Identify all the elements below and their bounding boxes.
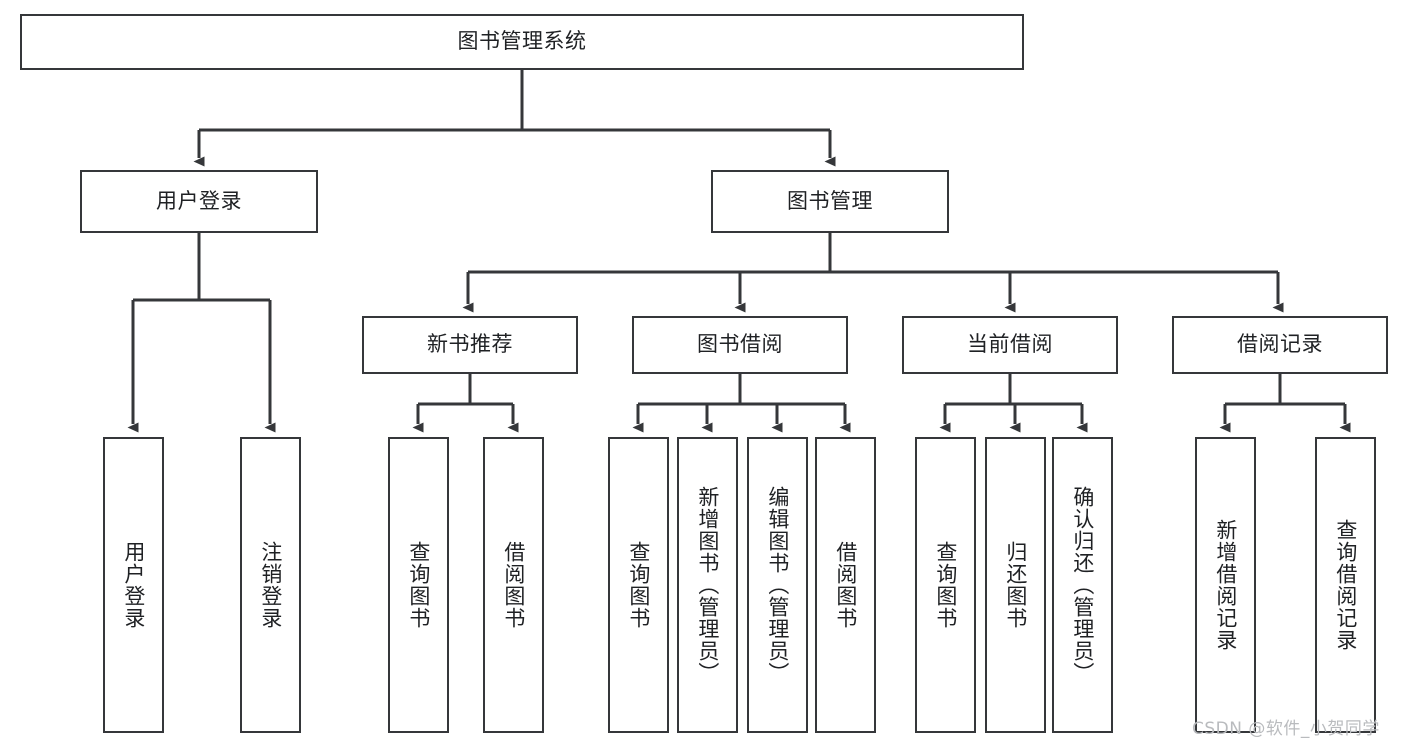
leaf-query-book-current-label: 查询图书 xyxy=(933,541,958,629)
node-borrow-record-label: 借阅记录 xyxy=(1237,332,1323,357)
leaf-add-borrow-record[interactable]: 新增借阅记录 xyxy=(1195,437,1256,733)
leaf-borrow-book[interactable]: 借阅图书 xyxy=(815,437,876,733)
node-user-login[interactable]: 用户登录 xyxy=(80,170,318,233)
node-current-borrow-label: 当前借阅 xyxy=(967,332,1053,357)
leaf-borrow-book-label: 借阅图书 xyxy=(833,541,858,629)
leaf-query-book-new[interactable]: 查询图书 xyxy=(388,437,449,733)
leaf-return-book[interactable]: 归还图书 xyxy=(985,437,1046,733)
node-borrow-record[interactable]: 借阅记录 xyxy=(1172,316,1388,374)
leaf-user-logout[interactable]: 注销登录 xyxy=(240,437,301,733)
node-book-management-label: 图书管理 xyxy=(787,188,873,213)
leaf-query-borrow-record[interactable]: 查询借阅记录 xyxy=(1315,437,1376,733)
node-book-management[interactable]: 图书管理 xyxy=(711,170,949,233)
node-root-label: 图书管理系统 xyxy=(457,29,587,54)
leaf-confirm-return-admin-label: 确认归还（管理员） xyxy=(1070,486,1095,684)
leaf-add-borrow-record-label: 新增借阅记录 xyxy=(1213,519,1238,651)
node-new-book-recommend[interactable]: 新书推荐 xyxy=(362,316,578,374)
leaf-query-book-new-label: 查询图书 xyxy=(406,541,431,629)
leaf-borrow-book-new[interactable]: 借阅图书 xyxy=(483,437,544,733)
leaf-add-book-admin[interactable]: 新增图书（管理员） xyxy=(677,437,738,733)
node-user-login-label: 用户登录 xyxy=(156,188,242,213)
leaf-user-login[interactable]: 用户登录 xyxy=(103,437,164,733)
leaf-edit-book-admin[interactable]: 编辑图书（管理员） xyxy=(747,437,808,733)
leaf-query-book-current[interactable]: 查询图书 xyxy=(915,437,976,733)
node-root[interactable]: 图书管理系统 xyxy=(20,14,1024,70)
leaf-borrow-book-new-label: 借阅图书 xyxy=(501,541,526,629)
leaf-query-book-borrow-label: 查询图书 xyxy=(626,541,651,629)
leaf-confirm-return-admin[interactable]: 确认归还（管理员） xyxy=(1052,437,1113,733)
node-book-borrow[interactable]: 图书借阅 xyxy=(632,316,848,374)
leaf-return-book-label: 归还图书 xyxy=(1003,541,1028,629)
node-current-borrow[interactable]: 当前借阅 xyxy=(902,316,1118,374)
leaf-user-login-label: 用户登录 xyxy=(121,541,146,629)
leaf-query-borrow-record-label: 查询借阅记录 xyxy=(1333,519,1358,651)
leaf-user-logout-label: 注销登录 xyxy=(258,541,283,629)
leaf-edit-book-admin-label: 编辑图书（管理员） xyxy=(765,486,790,684)
leaf-query-book-borrow[interactable]: 查询图书 xyxy=(608,437,669,733)
leaf-add-book-admin-label: 新增图书（管理员） xyxy=(695,486,720,684)
node-book-borrow-label: 图书借阅 xyxy=(697,332,783,357)
node-new-book-recommend-label: 新书推荐 xyxy=(427,332,513,357)
